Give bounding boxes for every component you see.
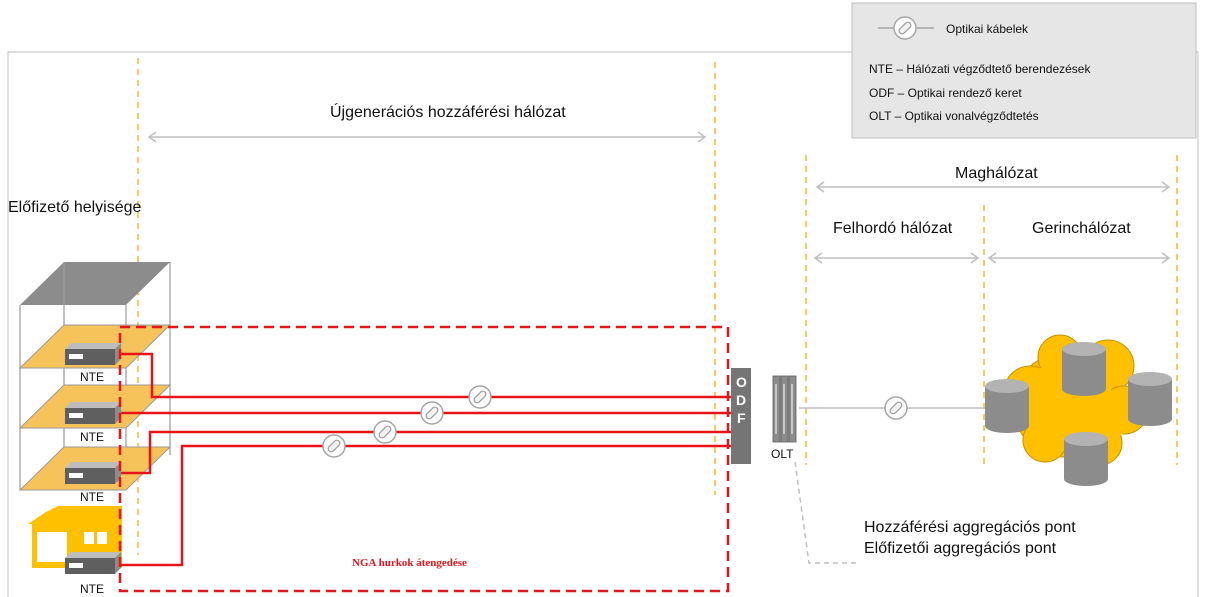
backbone-title: Gerinchálózat [1032,220,1131,237]
nte-device-1 [65,343,121,365]
nte-label-2: NTE [80,430,104,444]
cable-icon-1 [468,385,492,409]
legend-nte: NTE – Hálózati végződtető berendezések [869,62,1091,76]
legend: Optikai kábelek NTE – Hálózati végződtet… [851,2,1197,139]
nte-label-3: NTE [80,490,104,504]
odf-letter-f: F [737,410,746,426]
olt-label: OLT [771,447,794,461]
nte-device-3 [65,462,121,484]
aggregation-pointer [794,461,858,564]
legend-olt: OLT – Optikai vonalvégződtetés [869,109,1039,123]
nga-network-title: Újgenerációs hozzáférési hálózat [330,102,566,121]
odf-letter-o: O [736,374,747,390]
odf-rack: O D F [731,368,751,464]
database-icon-2 [985,379,1029,433]
cable-icon-5 [884,396,908,420]
subscriber-premises-title: Előfizető helyisége [8,199,142,216]
fiber-lines [121,352,731,567]
database-icon-1 [1062,342,1106,396]
database-icon-4 [1064,432,1108,486]
diagram-frame [7,51,852,597]
subscriber-aggregation-label: Előfizetői aggregációs pont [864,540,1057,557]
cable-icon-3 [373,420,397,444]
nga-unbundling-label: NGA hurkok átengedése [352,557,467,569]
nte-label-4: NTE [80,582,104,596]
database-icon-3 [1128,372,1172,426]
olt-device [772,375,797,443]
guide-lines [137,58,1178,555]
cable-icon-2 [420,401,444,425]
nte-label-1: NTE [80,370,104,384]
house-icon [28,506,122,568]
core-network-title: Maghálózat [955,165,1038,182]
legend-cable-label: Optikai kábelek [946,22,1029,36]
legend-cable-icon [893,16,917,40]
legend-odf: ODF – Optikai rendező keret [869,86,1022,100]
nte-device-4 [65,552,121,574]
nte-device-2 [65,402,121,424]
access-aggregation-label: Hozzáférési aggregációs pont [864,519,1076,536]
cable-icon-4 [322,434,346,458]
span-arrows [147,131,1171,264]
nga-unbundling-area [118,325,730,593]
backhaul-title: Felhordó hálózat [833,220,953,237]
odf-letter-d: D [736,392,746,408]
